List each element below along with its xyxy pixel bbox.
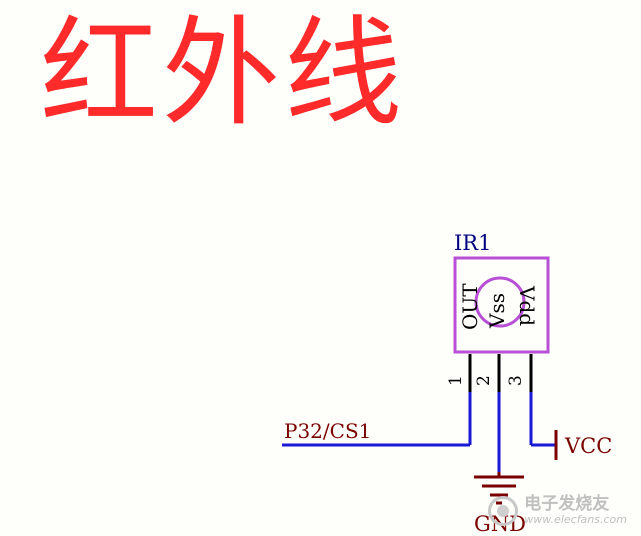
watermark-url: www.elecfans.com xyxy=(524,513,627,527)
pin-name-out: OUT xyxy=(458,283,482,330)
watermark-name: 电子发烧友 xyxy=(524,494,610,515)
pin-number-3: 3 xyxy=(506,375,526,386)
component-ref: IR1 xyxy=(454,231,491,255)
watermark: 电子发烧友 www.elecfans.com xyxy=(488,494,627,527)
pin-number-2: 2 xyxy=(474,375,494,386)
sensor-dome-icon xyxy=(474,276,526,328)
net-label-power: VCC xyxy=(564,434,612,458)
pin-name-vss: Vss xyxy=(485,293,509,329)
component-body xyxy=(453,256,550,354)
ground-symbol-icon xyxy=(474,472,524,505)
net-label-signal: P32/CS1 xyxy=(284,419,371,443)
pin-number-1: 1 xyxy=(446,375,466,386)
watermark-logo-icon xyxy=(488,496,519,526)
page-title: 红外线 xyxy=(40,4,407,142)
pin-name-vdd: Vdd xyxy=(515,285,539,326)
